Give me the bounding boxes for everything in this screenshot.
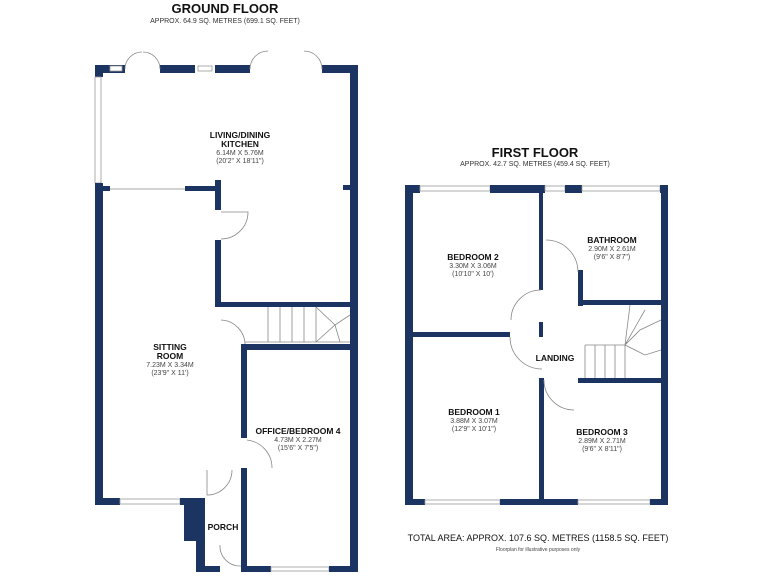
wall: [205, 566, 220, 572]
room-dimensions: 2.89M X 2.71M: [578, 438, 626, 445]
window: [119, 498, 181, 505]
window: [197, 65, 213, 72]
door-swing: [206, 469, 233, 496]
room-dimensions: 3.30M X 3.06M: [449, 263, 497, 270]
wall: [565, 185, 582, 193]
room-name: SITTING: [153, 342, 187, 352]
room-name: LANDING: [536, 353, 575, 363]
room-dimensions: (23'9" X 11'): [151, 370, 188, 377]
door-swing: [509, 336, 543, 370]
wall: [322, 65, 358, 73]
room-dimensions: 2.90M X 2.61M: [588, 246, 636, 253]
room-name: BATHROOM: [587, 235, 636, 245]
room-name: BEDROOM 1: [448, 407, 500, 417]
room-name: LIVING/DINING: [210, 130, 271, 140]
wall: [578, 270, 583, 306]
window: [419, 185, 491, 192]
wall: [490, 185, 545, 193]
room-dimensions: (12'9" X 10'1"): [452, 426, 496, 433]
room-dimensions: (9'6" X 8'11"): [582, 446, 622, 453]
wall: [185, 186, 221, 191]
wall: [539, 322, 543, 337]
door-swing: [543, 379, 575, 411]
room-name: OFFICE/BEDROOM 4: [255, 426, 340, 436]
room-dimensions: (15'6" X 7'5"): [278, 445, 318, 452]
window: [94, 76, 102, 184]
wall: [241, 566, 271, 572]
room-dimensions: 4.73M X 2.27M: [274, 437, 322, 444]
first-floor-area: APPROX. 42.7 SQ. METRES (459.4 SQ. FEET): [460, 161, 610, 168]
wall: [350, 65, 358, 572]
door-swing: [219, 544, 242, 567]
door-swing: [246, 439, 273, 469]
wall: [650, 499, 668, 505]
window: [424, 499, 501, 505]
wall: [578, 300, 668, 305]
wall: [405, 332, 510, 337]
wall: [95, 498, 120, 505]
first-floor-title: FIRST FLOOR: [492, 145, 579, 160]
door-swing: [545, 239, 579, 273]
window: [581, 185, 661, 192]
wall: [329, 566, 358, 572]
wall: [215, 240, 221, 306]
wall: [343, 185, 350, 190]
room-dimensions: 6.14M X 5.76M: [216, 150, 264, 157]
total-area: TOTAL AREA: APPROX. 107.6 SQ. METRES (11…: [408, 533, 669, 543]
wall: [184, 498, 205, 541]
ground-floor-plan: [94, 50, 358, 572]
staircase: [220, 306, 351, 346]
wall: [405, 185, 413, 505]
first-floor-plan: [405, 185, 668, 505]
wall: [215, 180, 221, 210]
wall: [405, 499, 425, 505]
room-name: BEDROOM 2: [447, 252, 499, 262]
wall: [539, 378, 544, 505]
room-dimensions: (10'10" X 10'): [452, 271, 494, 278]
french-doors: [124, 50, 323, 70]
ground-floor-title: GROUND FLOOR: [172, 1, 279, 16]
wall: [196, 541, 205, 572]
room-name: ROOM: [157, 351, 183, 361]
room-dimensions: 7.23M X 3.34M: [146, 362, 194, 369]
wall: [95, 183, 103, 505]
wall: [215, 65, 250, 73]
room-dimensions: 3.88M X 3.07M: [450, 418, 498, 425]
window: [109, 65, 123, 72]
staircase: [584, 304, 662, 378]
window: [577, 499, 651, 505]
room-name: BEDROOM 3: [576, 427, 628, 437]
wall: [160, 65, 195, 73]
ground-floor-area: APPROX. 64.9 SQ. METRES (699.1 SQ. FEET): [150, 18, 300, 25]
door-swing: [510, 289, 542, 321]
wall: [241, 468, 247, 572]
room-dimensions: (9'6" X 8'7"): [594, 254, 630, 261]
wall: [661, 185, 668, 505]
labels: GROUND FLOOR APPROX. 64.9 SQ. METRES (69…: [146, 1, 668, 553]
room-dimensions: (20'2" X 18'11"): [216, 158, 264, 165]
window: [270, 566, 330, 572]
wall: [578, 378, 668, 383]
wall: [215, 302, 355, 307]
wall: [241, 344, 247, 438]
wall: [95, 65, 103, 77]
wall: [539, 185, 543, 290]
room-name: PORCH: [208, 522, 239, 532]
disclaimer: Floorplan for illustrative purposes only: [496, 547, 581, 553]
wall: [95, 186, 110, 191]
door-swing: [220, 211, 249, 240]
wall: [241, 344, 355, 350]
room-name: KITCHEN: [221, 139, 259, 149]
